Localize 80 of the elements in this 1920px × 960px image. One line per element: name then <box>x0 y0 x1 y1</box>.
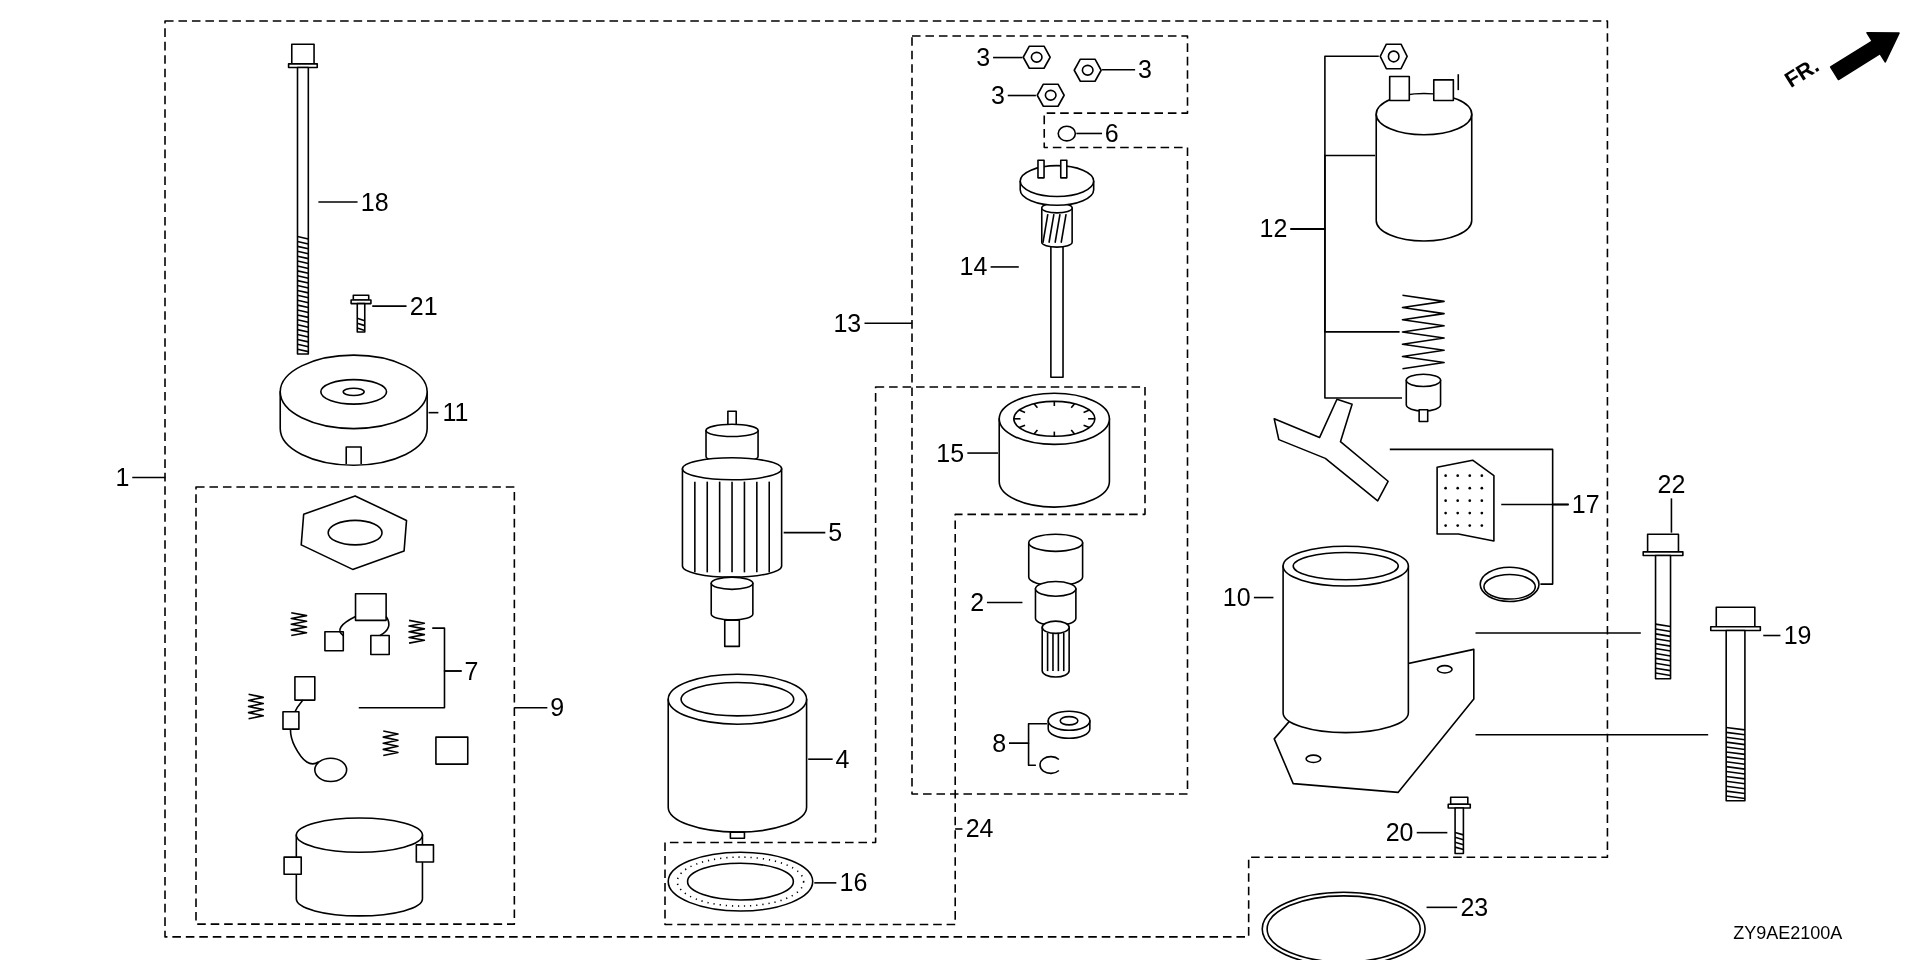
bolt-drawing <box>1708 606 1764 802</box>
screw-drawing <box>350 293 373 334</box>
callout-number: 3 <box>988 82 1008 109</box>
leader-line <box>317 201 359 203</box>
leader-line <box>863 322 914 325</box>
armature-drawing <box>679 410 784 649</box>
callout-number: 21 <box>406 292 441 320</box>
bolt-drawing <box>1447 795 1472 855</box>
leader-line <box>986 601 1024 604</box>
callout-number: 3 <box>1135 56 1155 84</box>
nut-drawing <box>1378 42 1409 70</box>
direction-label: FR. <box>1780 53 1825 94</box>
leader-line <box>807 758 834 760</box>
leader-line <box>371 305 408 307</box>
callout-number: 18 <box>357 188 392 216</box>
callout-number: 4 <box>832 745 853 773</box>
callout-number: 5 <box>825 519 845 547</box>
leader-line <box>1253 596 1275 599</box>
leader-line <box>966 452 999 454</box>
callout-number: 10 <box>1219 584 1254 611</box>
nut-drawing <box>1022 45 1052 70</box>
leader-line <box>1075 132 1103 135</box>
ring-gear-drawing <box>997 391 1111 509</box>
callout-number: 7 <box>461 657 482 685</box>
leader-line <box>1539 503 1570 585</box>
lever-drawing <box>1273 397 1390 503</box>
shaft-drawing <box>1018 159 1095 380</box>
callout-number: 3 <box>973 44 994 71</box>
collar-drawing <box>1046 707 1091 740</box>
solenoid-drawing <box>1375 73 1474 245</box>
leader-line <box>813 882 838 884</box>
callout-number: 1 <box>112 464 133 491</box>
leader-line <box>1762 634 1782 637</box>
callout-number: 2 <box>967 588 987 616</box>
yoke-drawing <box>667 673 809 840</box>
callout-number: 11 <box>438 399 473 427</box>
assembly-line <box>1474 733 1709 736</box>
callout-number: 22 <box>1654 471 1689 499</box>
bolt-drawing <box>1640 532 1685 680</box>
leader-line <box>513 706 549 709</box>
callout-number: 9 <box>547 694 567 722</box>
leader-line <box>992 56 1024 59</box>
leader-line <box>1101 69 1136 71</box>
leader-line <box>1670 497 1673 534</box>
leader-line <box>1006 94 1037 97</box>
bolt-drawing <box>286 42 319 356</box>
leader-line <box>358 670 463 709</box>
leader-line <box>131 476 167 479</box>
callout-number: 23 <box>1457 893 1492 921</box>
assembly-line <box>1474 632 1642 634</box>
callout-number: 16 <box>836 869 871 897</box>
leader-line <box>1008 742 1037 767</box>
leader-line <box>1415 831 1449 834</box>
nut-drawing <box>1035 83 1066 108</box>
callout-number: 24 <box>962 815 997 843</box>
leader-line <box>954 828 964 830</box>
leader-line <box>1425 906 1458 909</box>
callout-number: 14 <box>956 253 991 281</box>
leader-line <box>427 411 440 414</box>
o-ring-drawing <box>1261 891 1427 960</box>
nut-drawing <box>1072 57 1102 82</box>
leader-line <box>782 531 827 534</box>
callout-number: 8 <box>989 729 1009 757</box>
callout-number: 19 <box>1780 622 1815 649</box>
leader-line <box>989 266 1020 268</box>
washer-drawing <box>1056 124 1077 143</box>
gasket-drawing <box>667 851 815 913</box>
dashed-group-outline <box>165 20 1608 937</box>
cap-drawing <box>1479 565 1541 603</box>
callout-number: 6 <box>1102 120 1122 147</box>
callout-number: 17 <box>1568 491 1603 518</box>
dashed-group-outline <box>195 487 515 925</box>
callout-number: 13 <box>830 309 865 337</box>
callout-number: 15 <box>933 439 968 467</box>
part-code: ZY9AE2100A <box>1733 922 1843 944</box>
callout-number: 12 <box>1256 215 1291 243</box>
housing-drawing <box>1273 544 1476 794</box>
callout-number: 20 <box>1382 819 1417 847</box>
spring-drawing <box>1399 293 1447 370</box>
leader-line <box>1289 228 1403 399</box>
